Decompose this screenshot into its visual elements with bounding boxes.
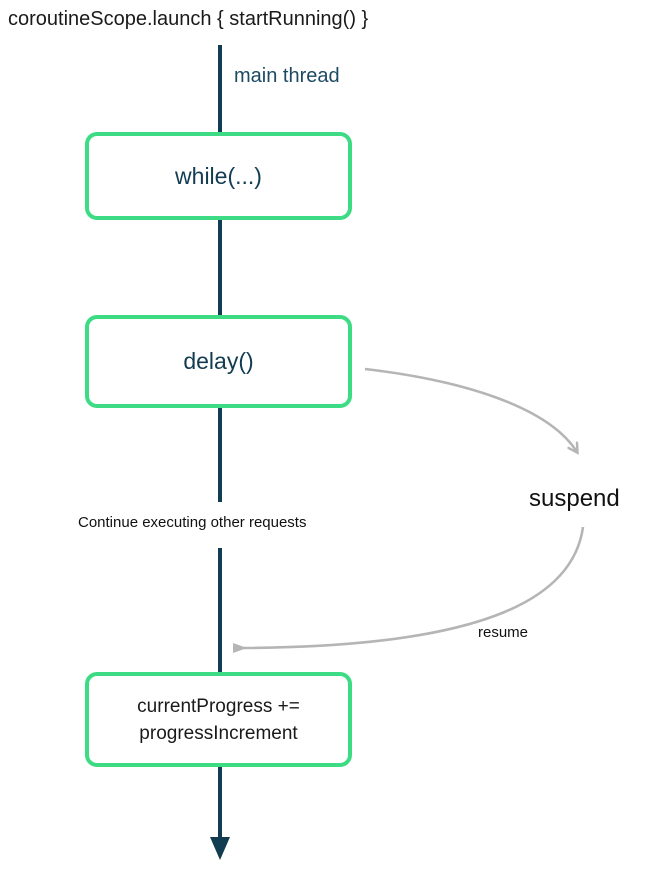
progress-update-label-line2: progressIncrement: [139, 722, 298, 744]
main-thread-label: main thread: [234, 65, 340, 87]
suspend-label: suspend: [529, 485, 620, 512]
progress-update-node: currentProgress += progressIncrement: [85, 672, 352, 767]
resume-arrow: [232, 526, 585, 654]
suspend-arrow: [364, 367, 577, 452]
delay-call-label: delay(): [183, 348, 254, 374]
while-loop-label: while(...): [175, 162, 262, 189]
resume-label: resume: [478, 624, 529, 641]
code-caption: coroutineScope.launch { startRunning() }: [8, 8, 369, 30]
delay-call-node: delay(): [85, 315, 352, 408]
arrowhead-down-icon: [210, 837, 230, 860]
progress-update-label-line1: currentProgress +=: [137, 695, 300, 717]
continue-note-label: Continue executing other requests: [78, 514, 307, 531]
while-loop-node: while(...): [85, 132, 352, 220]
